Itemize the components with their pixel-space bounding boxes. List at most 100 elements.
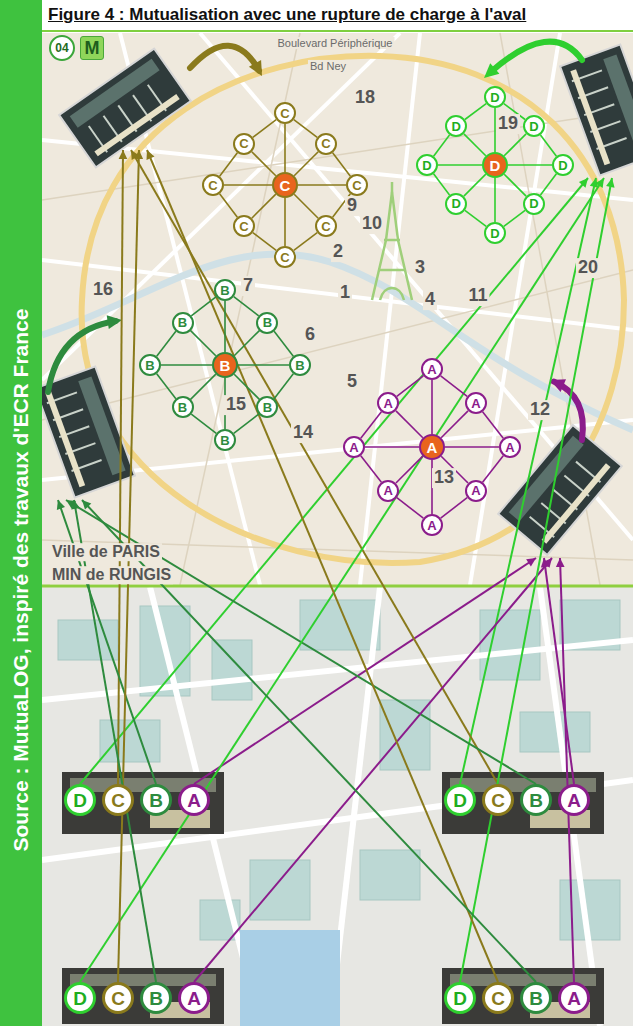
node-letter: B <box>149 989 163 1008</box>
node-letter: A <box>471 484 480 497</box>
delivery-line <box>194 558 552 982</box>
network-link <box>224 185 272 186</box>
logo-mark: M <box>80 36 104 60</box>
shop-node: D <box>523 115 545 137</box>
network-link <box>540 174 556 195</box>
node-letter: A <box>567 791 581 810</box>
arrow-head <box>550 379 566 392</box>
network-link <box>504 174 526 196</box>
figure-title: Figure 4 : Mutualisation avec une ruptur… <box>48 6 526 25</box>
node-letter: A <box>471 397 480 410</box>
node-letter: C <box>111 989 125 1008</box>
arrow-head <box>249 60 262 76</box>
node-letter: C <box>280 178 291 193</box>
shop-node: D <box>484 86 506 108</box>
node-letter: C <box>321 137 330 150</box>
delivery-arrow <box>147 150 499 982</box>
node-letter: C <box>491 989 505 1008</box>
network-link <box>294 233 317 251</box>
shop-node: C <box>233 133 255 155</box>
supplier-node: B <box>140 982 172 1014</box>
warehouse-photo <box>560 45 633 176</box>
arrow-head <box>134 150 143 159</box>
network-link <box>238 365 289 366</box>
network-link <box>434 174 450 195</box>
hub-node: B <box>212 352 238 378</box>
district-number: 10 <box>360 214 384 234</box>
node-letter: B <box>220 434 229 447</box>
distribution-curve <box>190 46 259 71</box>
shop-node: A <box>343 436 365 458</box>
district-number: 20 <box>576 258 600 278</box>
network-link <box>361 412 382 438</box>
arrow-head <box>71 500 80 510</box>
district-number: 12 <box>528 400 552 420</box>
node-letter: D <box>490 158 501 173</box>
node-letter: D <box>453 791 467 810</box>
area-name: Ville de PARIS <box>50 543 162 561</box>
delivery-arrow <box>556 558 574 982</box>
street-name: Bd Ney <box>308 60 348 72</box>
district-number: 16 <box>91 280 115 300</box>
network-link <box>397 498 423 519</box>
node-letter: A <box>187 989 201 1008</box>
node-letter: C <box>111 791 125 810</box>
node-letter: C <box>491 791 505 810</box>
network-link <box>274 374 293 399</box>
network-link <box>234 330 259 355</box>
shop-node: D <box>523 193 545 215</box>
supplier-node: C <box>482 982 514 1014</box>
distribution-arrow <box>484 42 582 78</box>
shop-node: A <box>465 392 487 414</box>
network-link <box>298 185 346 186</box>
supplier-node: C <box>102 982 134 1014</box>
node-letter: D <box>529 120 538 133</box>
node-letter: A <box>383 397 392 410</box>
shop-node: C <box>315 133 337 155</box>
network-link <box>252 194 276 218</box>
shop-node: B <box>172 396 194 418</box>
network-link <box>157 374 176 399</box>
supplier-node: B <box>520 784 552 816</box>
shop-node: B <box>172 312 194 334</box>
arrow-head <box>57 500 65 510</box>
shop-node: A <box>465 480 487 502</box>
shop-node: C <box>202 174 224 196</box>
node-letter: D <box>490 227 499 240</box>
node-letter: D <box>451 120 460 133</box>
arrow-head <box>82 500 91 510</box>
network-link <box>396 456 423 483</box>
arrow-head <box>606 178 615 188</box>
network-link <box>540 135 556 156</box>
canal <box>240 930 340 1026</box>
network-link <box>445 447 499 448</box>
warehouse-photo <box>59 49 191 168</box>
district-number: 11 <box>466 286 489 306</box>
supplier-node: A <box>178 982 210 1014</box>
node-letter: A <box>187 791 201 810</box>
supplier-node: B <box>140 784 172 816</box>
network-link <box>365 447 419 448</box>
market-photo <box>442 772 604 834</box>
node-letter: A <box>427 440 438 455</box>
page-badge: 04 <box>49 35 75 61</box>
network-link <box>495 178 496 222</box>
arrow-head <box>107 315 122 329</box>
rungis-map <box>42 587 633 1026</box>
arrow-head <box>595 178 604 188</box>
district-number: 9 <box>345 196 359 216</box>
district-number: 18 <box>353 88 377 108</box>
title-rule <box>42 30 633 32</box>
shop-node: D <box>484 222 506 244</box>
node-letter: D <box>453 989 467 1008</box>
shop-node: A <box>377 480 399 502</box>
supplier-node: B <box>520 982 552 1014</box>
delivery-line <box>147 150 498 982</box>
road-lines <box>42 587 633 1026</box>
district-number: 4 <box>423 290 437 310</box>
node-letter: D <box>73 989 87 1008</box>
shop-node: C <box>274 102 296 124</box>
node-letter: B <box>178 401 187 414</box>
network-link <box>225 301 226 352</box>
